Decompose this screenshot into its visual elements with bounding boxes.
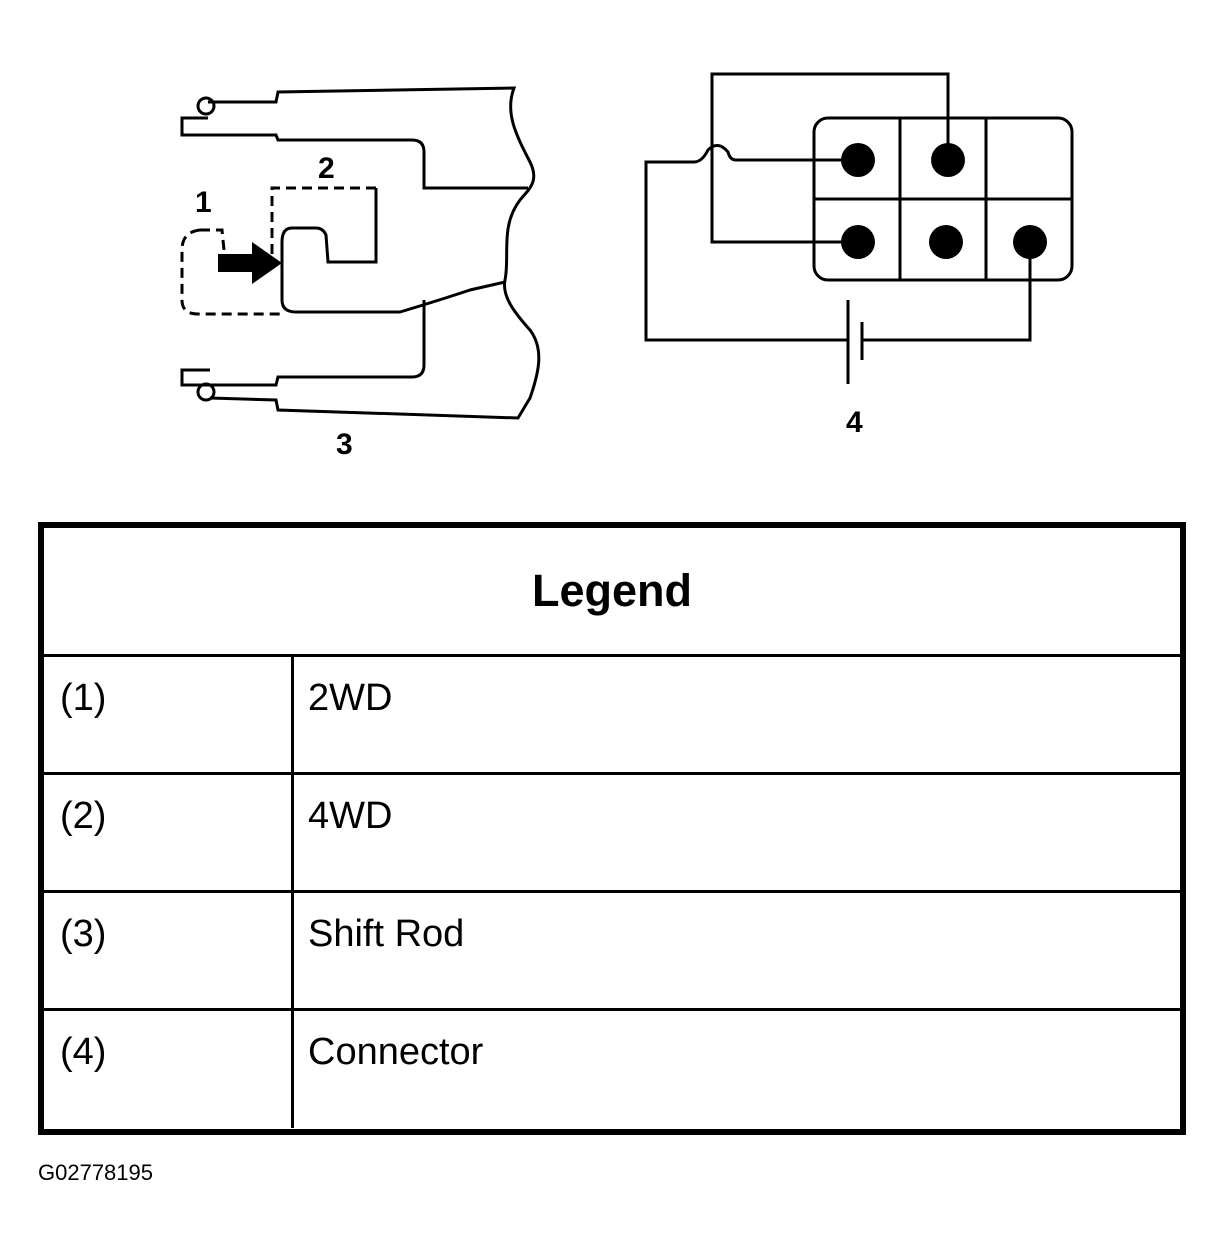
figure-id: G02778195 xyxy=(38,1160,153,1185)
legend-header: Legend xyxy=(44,528,1180,657)
shift-rod-drawing xyxy=(180,86,541,420)
legend-row: (4) Connector xyxy=(44,1011,1180,1128)
callout-4: 4 xyxy=(846,406,863,439)
legend-row: (3) Shift Rod xyxy=(44,893,1180,1011)
legend-row: (2) 4WD xyxy=(44,775,1180,893)
legend-row: (1) 2WD xyxy=(44,657,1180,775)
callout-3: 3 xyxy=(336,428,353,461)
legend-description: Connector xyxy=(308,1031,484,1073)
legend-description: 2WD xyxy=(308,677,393,719)
legend-description: Shift Rod xyxy=(308,913,465,955)
legend-number: (4) xyxy=(44,1011,294,1128)
legend-number: (1) xyxy=(44,657,294,772)
shift-rod-and-connector-diagram: 1 2 3 4 xyxy=(180,72,1074,461)
connector-drawing xyxy=(644,72,1074,384)
callout-1: 1 xyxy=(195,186,212,219)
terminal xyxy=(1013,225,1047,259)
legend-number: (2) xyxy=(44,775,294,890)
legend-table: Legend (1) 2WD (2) 4WD (3) Shift Rod (4)… xyxy=(38,522,1186,1135)
legend-title: Legend xyxy=(531,565,692,616)
terminal xyxy=(931,143,965,177)
callout-2: 2 xyxy=(318,152,335,185)
position-outlines xyxy=(180,186,376,316)
terminal xyxy=(841,225,875,259)
4wd-position-outline xyxy=(270,186,376,254)
2wd-position-outline xyxy=(180,228,282,316)
direction-arrow xyxy=(218,242,282,284)
connector-terminals xyxy=(841,143,1047,259)
terminal xyxy=(841,143,875,177)
terminal xyxy=(929,225,963,259)
legend-description: 4WD xyxy=(308,795,393,837)
legend-number: (3) xyxy=(44,893,294,1008)
